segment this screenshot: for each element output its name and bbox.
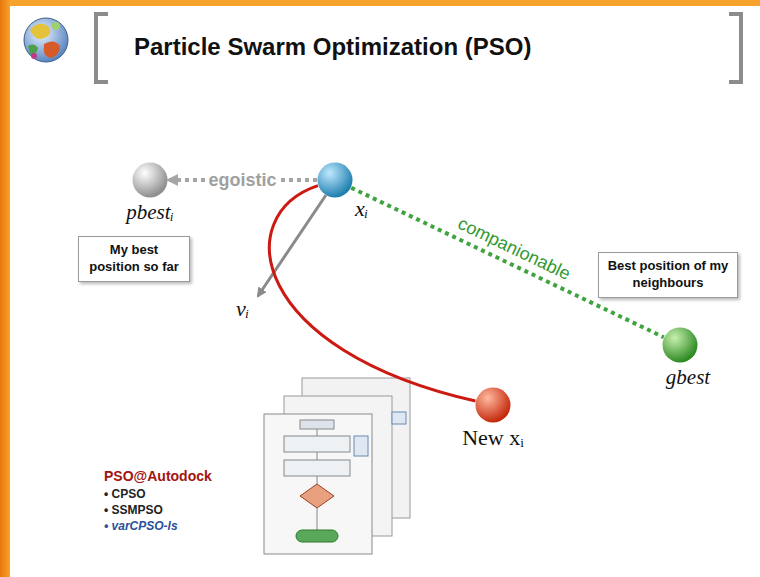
node-label: New xᵢ bbox=[462, 425, 524, 451]
document-stack bbox=[264, 378, 410, 554]
title-bracket bbox=[729, 14, 741, 82]
method-label: • varCPSO-ls bbox=[104, 519, 178, 533]
title-bracket bbox=[96, 14, 108, 82]
particle-circle: xᵢ bbox=[317, 162, 353, 198]
box-text: Best position of my neighbours bbox=[605, 258, 731, 292]
connector bbox=[269, 186, 475, 401]
node-label: xᵢ bbox=[355, 196, 368, 222]
node-label: pbestᵢ bbox=[126, 200, 174, 225]
edge-label: companionable bbox=[452, 212, 577, 286]
logo-icon bbox=[24, 18, 68, 62]
method-label: • CPSO bbox=[104, 487, 146, 501]
method-label: • SSMPSO bbox=[104, 503, 163, 517]
circle-shape bbox=[662, 327, 698, 363]
circle-shape bbox=[318, 163, 353, 198]
circle-shape bbox=[133, 163, 168, 198]
node-label: gbest bbox=[666, 365, 710, 390]
circle-shape bbox=[132, 162, 168, 198]
note-box: My best position so far bbox=[78, 236, 190, 282]
particle-circle: pbestᵢ bbox=[132, 162, 168, 198]
circle-shape bbox=[476, 388, 511, 423]
particle-circle: New xᵢ bbox=[475, 387, 511, 423]
box-text: My best position so far bbox=[85, 242, 183, 276]
circle-shape bbox=[475, 387, 511, 423]
edge-label: egoistic bbox=[205, 170, 279, 191]
circle-shape bbox=[317, 162, 353, 198]
particle-circle: gbest bbox=[662, 327, 698, 363]
title: Particle Swarm Optimization (PSO) bbox=[134, 33, 531, 61]
note-box: Best position of my neighbours bbox=[598, 252, 738, 298]
circle-shape bbox=[663, 328, 698, 363]
method-label: PSO@Autodock bbox=[104, 468, 212, 484]
vector-label: vᵢ bbox=[236, 296, 249, 322]
